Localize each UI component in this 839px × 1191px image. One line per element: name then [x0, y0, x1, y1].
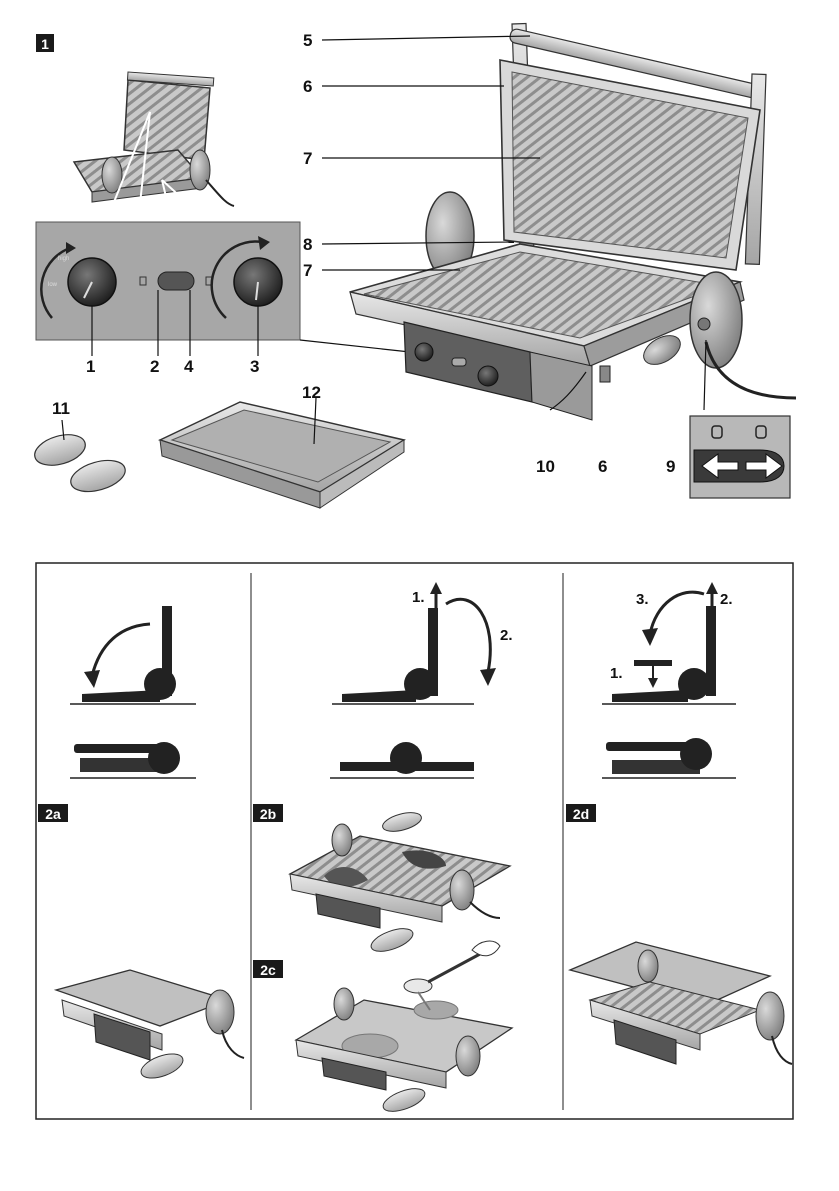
panel-2a: 2a — [38, 606, 245, 1079]
panel-2d-tag: 2d — [566, 804, 596, 822]
grill-overview-illustration — [72, 71, 235, 223]
label-12: 12 — [302, 383, 321, 402]
lock-icon — [755, 425, 767, 439]
control-panel-inset: high low — [35, 221, 411, 356]
figure-1: 1 high low — [34, 22, 797, 509]
drip-tray-illustration — [157, 397, 406, 509]
svg-text:2b: 2b — [260, 806, 276, 822]
label-1: 1 — [86, 357, 95, 376]
label-7-lower: 7 — [303, 261, 312, 280]
fat-trays-illustration — [34, 419, 126, 493]
label-4: 4 — [184, 357, 194, 376]
svg-text:2a: 2a — [45, 806, 61, 822]
label-6-top: 6 — [303, 77, 312, 96]
label-10: 10 — [536, 457, 555, 476]
label-9: 9 — [666, 457, 675, 476]
grill-open-flat-illustration — [288, 812, 512, 952]
panel-2b: 1. 2. 2b — [253, 582, 513, 952]
svg-text:2c: 2c — [260, 962, 276, 978]
panel-2b-tag: 2b — [253, 804, 283, 822]
svg-text:2d: 2d — [573, 806, 589, 822]
panel-2c-tag: 2c — [253, 960, 283, 978]
label-3: 3 — [250, 357, 259, 376]
label-6-bottom: 6 — [598, 457, 607, 476]
label-5: 5 — [303, 31, 312, 50]
power-switch — [157, 271, 195, 291]
arrow-left-icon — [701, 453, 739, 479]
grill-closed-illustration — [53, 969, 245, 1079]
figure-2-frame — [35, 562, 794, 1120]
grill-raised-illustration — [568, 941, 793, 1065]
dial-label-low: low — [48, 282, 58, 288]
unlock-icon — [711, 425, 723, 439]
leader-lines — [321, 35, 540, 271]
figure-1-tag: 1 — [36, 34, 54, 52]
panel-2d-step-2: 2. — [720, 591, 733, 608]
panel-2d-step-1: 1. — [610, 665, 623, 682]
label-7-upper: 7 — [303, 149, 312, 168]
contact-grill-illustration — [349, 22, 797, 421]
label-8: 8 — [303, 235, 312, 254]
panel-2a-tag: 2a — [38, 804, 68, 822]
svg-text:1: 1 — [41, 36, 49, 52]
figure-2: 2a 1. 2. — [35, 562, 794, 1120]
arrow-right-icon — [745, 453, 783, 479]
panel-2d-step-3: 3. — [636, 591, 649, 608]
label-11: 11 — [52, 399, 70, 418]
label-2: 2 — [150, 357, 159, 376]
panel-2b-step-2: 2. — [500, 627, 513, 644]
grill-crepe-illustration — [294, 940, 514, 1112]
dial-label-high: high — [58, 256, 69, 262]
panel-2c: 2c — [253, 940, 514, 1112]
lock-detail-inset — [689, 339, 791, 499]
panel-2d: 3. 2. 1. 2d — [566, 582, 793, 1065]
panel-2b-step-1: 1. — [412, 589, 425, 606]
